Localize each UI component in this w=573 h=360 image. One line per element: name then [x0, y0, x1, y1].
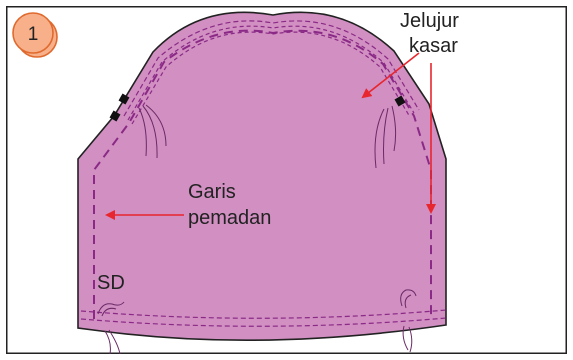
label-garis: Garis — [188, 181, 236, 203]
diagram-frame: 1 Jelujur kasar Garis pemadan SD — [6, 6, 567, 354]
label-kasar: kasar — [409, 35, 458, 57]
label-jelujur: Jelujur — [400, 10, 459, 32]
step-number: 1 — [28, 24, 39, 45]
sleeve-diagram: 1 Jelujur kasar Garis pemadan SD — [6, 6, 567, 354]
label-pemadan: pemadan — [188, 207, 271, 229]
label-sd: SD — [97, 272, 125, 294]
